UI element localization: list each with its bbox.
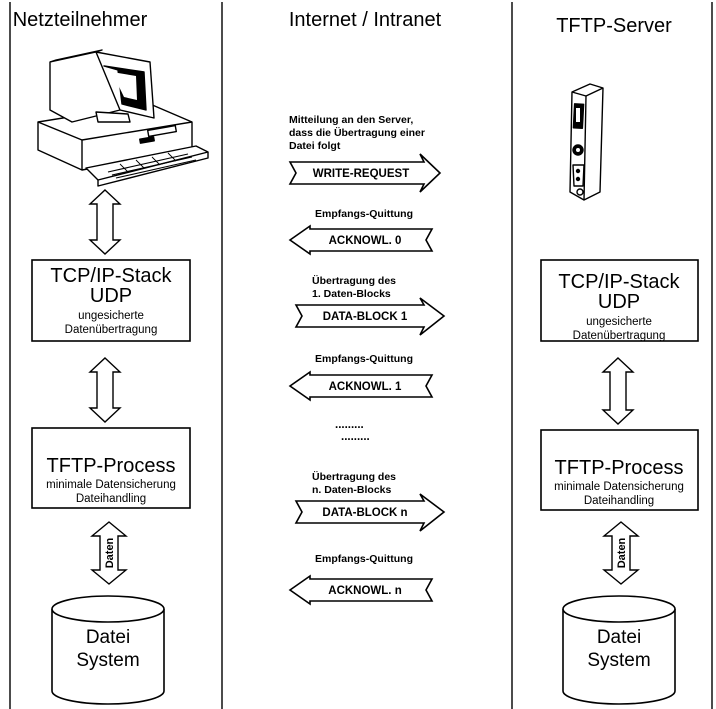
left-tcp-line2: UDP [90, 285, 132, 307]
right-tftp-line3: Dateihandling [584, 495, 654, 507]
left-arrow-tftp-disk: Daten [90, 521, 128, 585]
message-text-line: dass die Übertragung einer [289, 126, 425, 139]
left-tftp-box: TFTP-Process minimale Datensicherung Dat… [31, 427, 191, 509]
left-arrow-tcp-tftp [88, 357, 122, 423]
right-disk-line2: System [587, 650, 650, 671]
left-tcp-line3: ungesicherte [78, 310, 144, 322]
right-arrow-shape [294, 297, 446, 336]
ellipsis-dots-1: ......... [335, 419, 364, 431]
message-text-line: Empfangs-Quittung [315, 553, 413, 565]
left-tftp-line3: Dateihandling [76, 493, 146, 505]
left-tcp-line1: TCP/IP-Stack [50, 265, 172, 287]
right-daten-label: Daten [616, 537, 628, 568]
left-tcp-box: TCP/IP-Stack UDP ungesicherte Datenübert… [31, 259, 191, 342]
right-arrow-shape [288, 153, 442, 193]
message-acknowl-0: Empfangs-Quittung ACKNOWL. 0 [288, 208, 434, 256]
left-tcp-line4: Datenübertragung [65, 324, 158, 336]
packet-label: ACKNOWL. n [328, 585, 401, 597]
message-text-line: Datei folgt [289, 140, 341, 152]
packet-label: DATA-BLOCK n [322, 507, 407, 519]
left-arrow-computer-tcp [88, 189, 122, 255]
right-tftp-box: TFTP-Process minimale Datensicherung Dat… [540, 429, 699, 511]
packet-label: WRITE-REQUEST [313, 168, 409, 180]
right-tcp-box: TCP/IP-Stack UDP ungesicherte Datenübert… [540, 259, 699, 342]
message-text-line: n. Daten-Blocks [312, 484, 392, 496]
left-arrow-shape [288, 574, 434, 606]
left-disk-line1: Datei [86, 627, 130, 648]
left-tftp-line1: TFTP-Process [47, 455, 176, 477]
right-tftp-line1: TFTP-Process [555, 457, 684, 479]
tftp-server-device-icon [569, 83, 604, 201]
message-write-request: Mitteilung an den Server, dass die Übert… [288, 114, 442, 193]
right-disk-line1: Datei [597, 627, 641, 648]
left-disk-cylinder: Datei System [51, 595, 165, 705]
right-tcp-line3: ungesicherte [586, 316, 652, 328]
message-text-line: Übertragung des [312, 274, 396, 287]
packet-label: ACKNOWL. 0 [329, 235, 402, 247]
right-tcp-line2: UDP [598, 291, 640, 313]
right-arrow-tcp-tftp [601, 357, 635, 425]
right-column-frame [511, 2, 713, 709]
message-acknowl-n: Empfangs-Quittung ACKNOWL. n [288, 553, 434, 606]
left-disk-line2: System [76, 650, 139, 671]
left-daten-label: Daten [104, 537, 116, 568]
message-text-line: 1. Daten-Blocks [312, 288, 391, 300]
message-data-block-n: Übertragung des n. Daten-Blocks DATA-BLO… [294, 470, 446, 532]
message-text-line: Empfangs-Quittung [315, 208, 413, 220]
message-text-line: Empfangs-Quittung [315, 353, 413, 365]
right-arrow-tftp-disk: Daten [602, 521, 640, 585]
left-arrow-shape [288, 370, 434, 402]
right-tcp-line1: TCP/IP-Stack [558, 271, 680, 293]
message-acknowl-1: Empfangs-Quittung ACKNOWL. 1 [288, 353, 434, 402]
ellipsis-dots-2: ......... [341, 431, 370, 443]
message-text-line: Übertragung des [312, 470, 396, 483]
middle-header: Internet / Intranet [289, 9, 442, 31]
right-arrow-shape [294, 493, 446, 532]
right-disk-cylinder: Datei System [562, 595, 676, 705]
packet-label: ACKNOWL. 1 [329, 381, 402, 393]
left-tftp-line2: minimale Datensicherung [46, 479, 176, 491]
left-column-frame [9, 2, 223, 709]
left-arrow-shape [288, 224, 434, 256]
left-header: Netzteilnehmer [13, 9, 148, 31]
right-header: TFTP-Server [556, 15, 672, 37]
message-text-line: Mitteilung an den Server, [289, 114, 413, 126]
message-data-block-1: Übertragung des 1. Daten-Blocks DATA-BLO… [294, 274, 446, 336]
right-tftp-line2: minimale Datensicherung [554, 481, 684, 493]
desktop-computer-icon [37, 49, 209, 187]
packet-label: DATA-BLOCK 1 [323, 311, 408, 323]
right-tcp-line4: Datenübertragung [573, 330, 666, 342]
